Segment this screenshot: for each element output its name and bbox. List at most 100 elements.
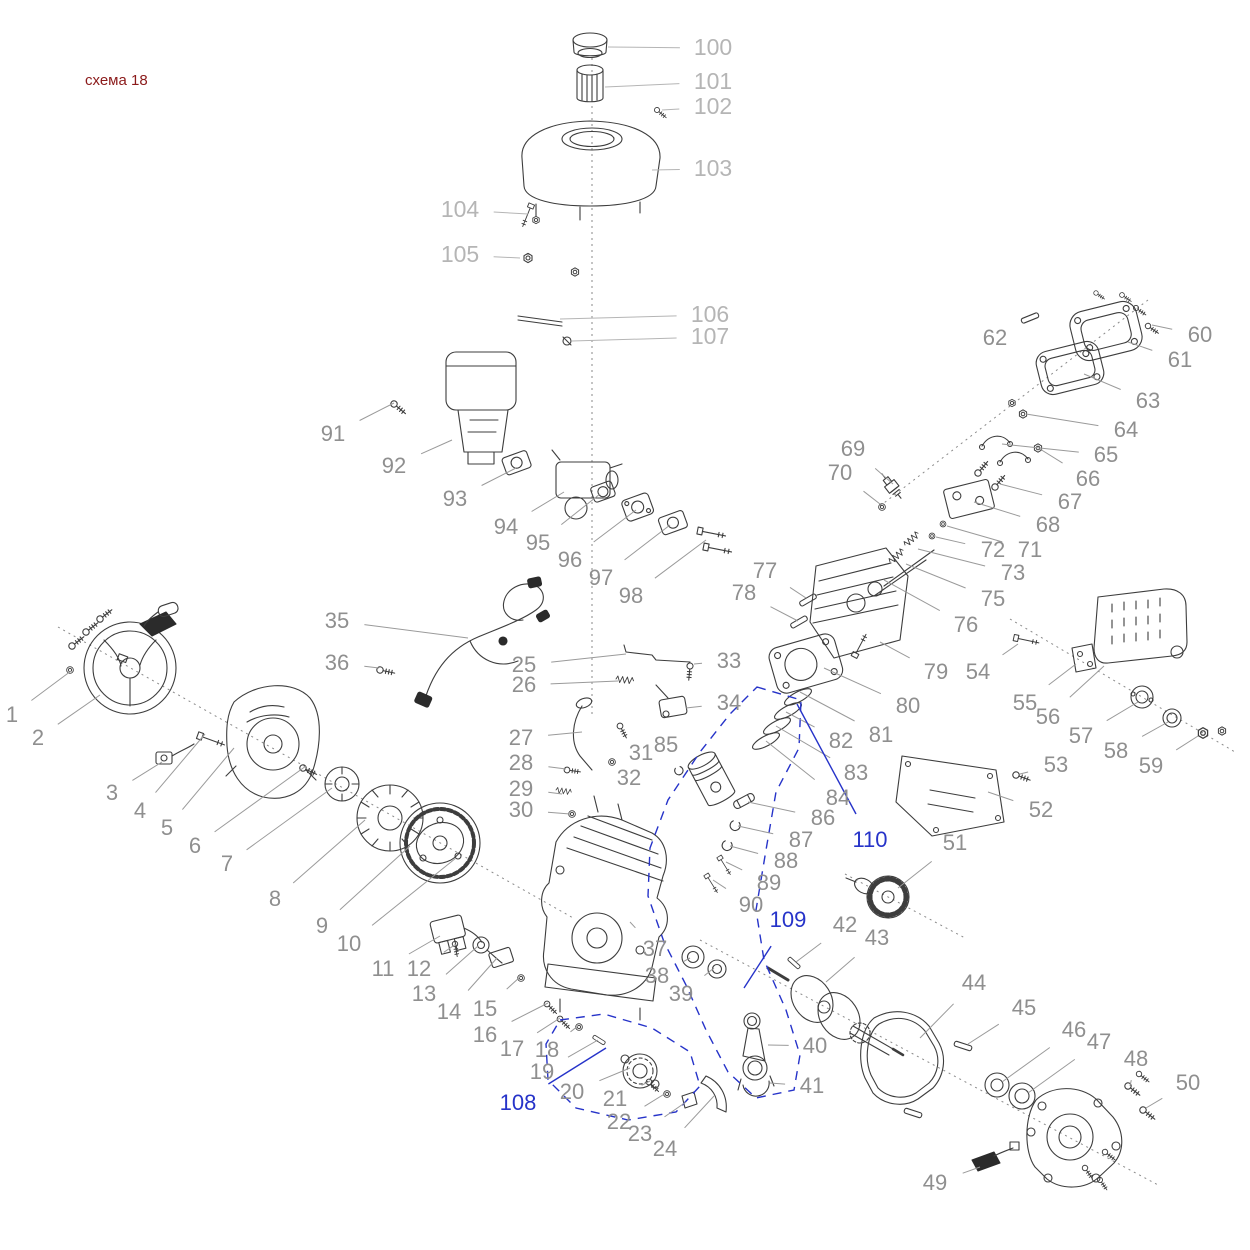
part-label-48: 48: [1124, 1046, 1148, 1071]
part-label-65: 65: [1094, 442, 1118, 467]
leader-line-105: [493, 256, 521, 259]
part-label-15: 15: [473, 996, 497, 1021]
leader-line-47: [1027, 1058, 1076, 1094]
engine-exploded-artwork: [66, 32, 1227, 1192]
fastener: [532, 215, 540, 225]
leader-line-89: [725, 861, 743, 871]
part-label-8: 8: [269, 886, 281, 911]
part-label-103: 103: [694, 155, 732, 181]
part-fan-cover: [225, 685, 320, 799]
fastener: [685, 662, 694, 681]
part-label-72: 72: [981, 537, 1005, 562]
part-valve-cover-gasket: [1035, 340, 1105, 396]
leader-line-110: [796, 703, 857, 815]
leader-line-17: [536, 1017, 561, 1034]
part-label-41: 41: [800, 1073, 824, 1098]
part-label-100: 100: [694, 34, 732, 60]
leader-line-54: [1002, 643, 1019, 656]
leader-line-92: [420, 439, 453, 455]
leader-line-94: [531, 491, 565, 512]
leader-line-34: [685, 705, 702, 709]
part-cooling-fan: [356, 784, 424, 852]
part-label-20: 20: [560, 1079, 584, 1104]
fastener: [555, 1014, 573, 1032]
leader-line-37: [629, 921, 636, 929]
part-throttle-rod: [623, 644, 691, 663]
part-label-51: 51: [943, 830, 967, 855]
part-label-52: 52: [1029, 797, 1053, 822]
leader-line-5: [182, 747, 235, 810]
part-fuel-cap: [572, 32, 608, 59]
leader-line-52: [987, 791, 1014, 802]
part-label-97: 97: [589, 565, 613, 590]
part-label-110: 110: [852, 827, 887, 852]
part-label-95: 95: [526, 530, 550, 555]
part-label-105: 105: [441, 241, 479, 267]
fastener: [542, 999, 560, 1017]
leader-line-66: [1039, 448, 1063, 464]
leader-line-29: [548, 791, 563, 795]
leader-line-46: [1001, 1047, 1051, 1083]
part-muffler: [1071, 588, 1188, 673]
fastener: [972, 458, 991, 479]
part-label-33: 33: [717, 648, 741, 673]
leader-line-77: [789, 586, 807, 599]
part-label-90: 90: [739, 892, 763, 917]
part-label-6: 6: [189, 833, 201, 858]
part-label-58: 58: [1104, 738, 1128, 763]
leader-line-82: [785, 711, 815, 728]
leader-line-27: [548, 731, 583, 736]
assembly-outline-piston-group: [647, 686, 802, 1099]
fastener: [1095, 1175, 1110, 1192]
part-label-23: 23: [628, 1121, 652, 1146]
leader-line-91: [359, 402, 395, 421]
part-oil-seal-rear: [984, 1072, 1010, 1098]
part-label-25: 25: [512, 652, 536, 677]
part-label-3: 3: [106, 780, 118, 805]
part-label-39: 39: [669, 981, 693, 1006]
leader-line-51: [897, 861, 933, 889]
part-pin-clip: [721, 840, 733, 852]
part-label-32: 32: [617, 765, 641, 790]
fastener: [1122, 1080, 1143, 1099]
fastener: [388, 398, 409, 417]
part-label-108: 108: [500, 1090, 537, 1115]
leader-line-3: [132, 761, 163, 781]
assembly-axis-guides: [57, 58, 1236, 1187]
part-carburetor: [551, 449, 623, 520]
part-label-18: 18: [535, 1037, 559, 1062]
part-label-64: 64: [1114, 417, 1138, 442]
fastener: [928, 532, 936, 540]
fastener: [1134, 1069, 1152, 1085]
part-label-62: 62: [983, 325, 1007, 350]
axis-guide-crank: [699, 939, 1161, 1187]
part-label-87: 87: [789, 827, 813, 852]
fastener: [195, 731, 227, 749]
leader-line-106: [559, 315, 677, 320]
part-label-81: 81: [869, 722, 893, 747]
part-crankcase-gasket: [860, 1011, 945, 1105]
leader-line-100: [607, 46, 680, 49]
part-label-71: 71: [1018, 537, 1042, 562]
fastener: [298, 763, 319, 778]
part-piston: [687, 751, 736, 807]
fastener: [1011, 770, 1032, 784]
fastener: [66, 633, 87, 652]
leader-line-43: [825, 956, 855, 983]
leader-line-57: [1106, 701, 1139, 722]
leader-line-90: [712, 879, 727, 890]
fastener: [850, 632, 870, 659]
leader-line-95: [560, 493, 601, 525]
fastener: [375, 665, 396, 677]
fastener: [696, 526, 727, 540]
leader-line-44: [919, 1003, 954, 1039]
leader-line-86: [747, 801, 796, 813]
part-valve-cover: [1069, 300, 1143, 362]
part-label-106: 106: [691, 301, 729, 327]
part-label-63: 63: [1136, 388, 1160, 413]
part-label-86: 86: [811, 805, 835, 830]
part-label-56: 56: [1036, 704, 1060, 729]
part-label-10: 10: [337, 931, 361, 956]
part-label-93: 93: [443, 486, 467, 511]
leader-line-35: [364, 624, 469, 639]
